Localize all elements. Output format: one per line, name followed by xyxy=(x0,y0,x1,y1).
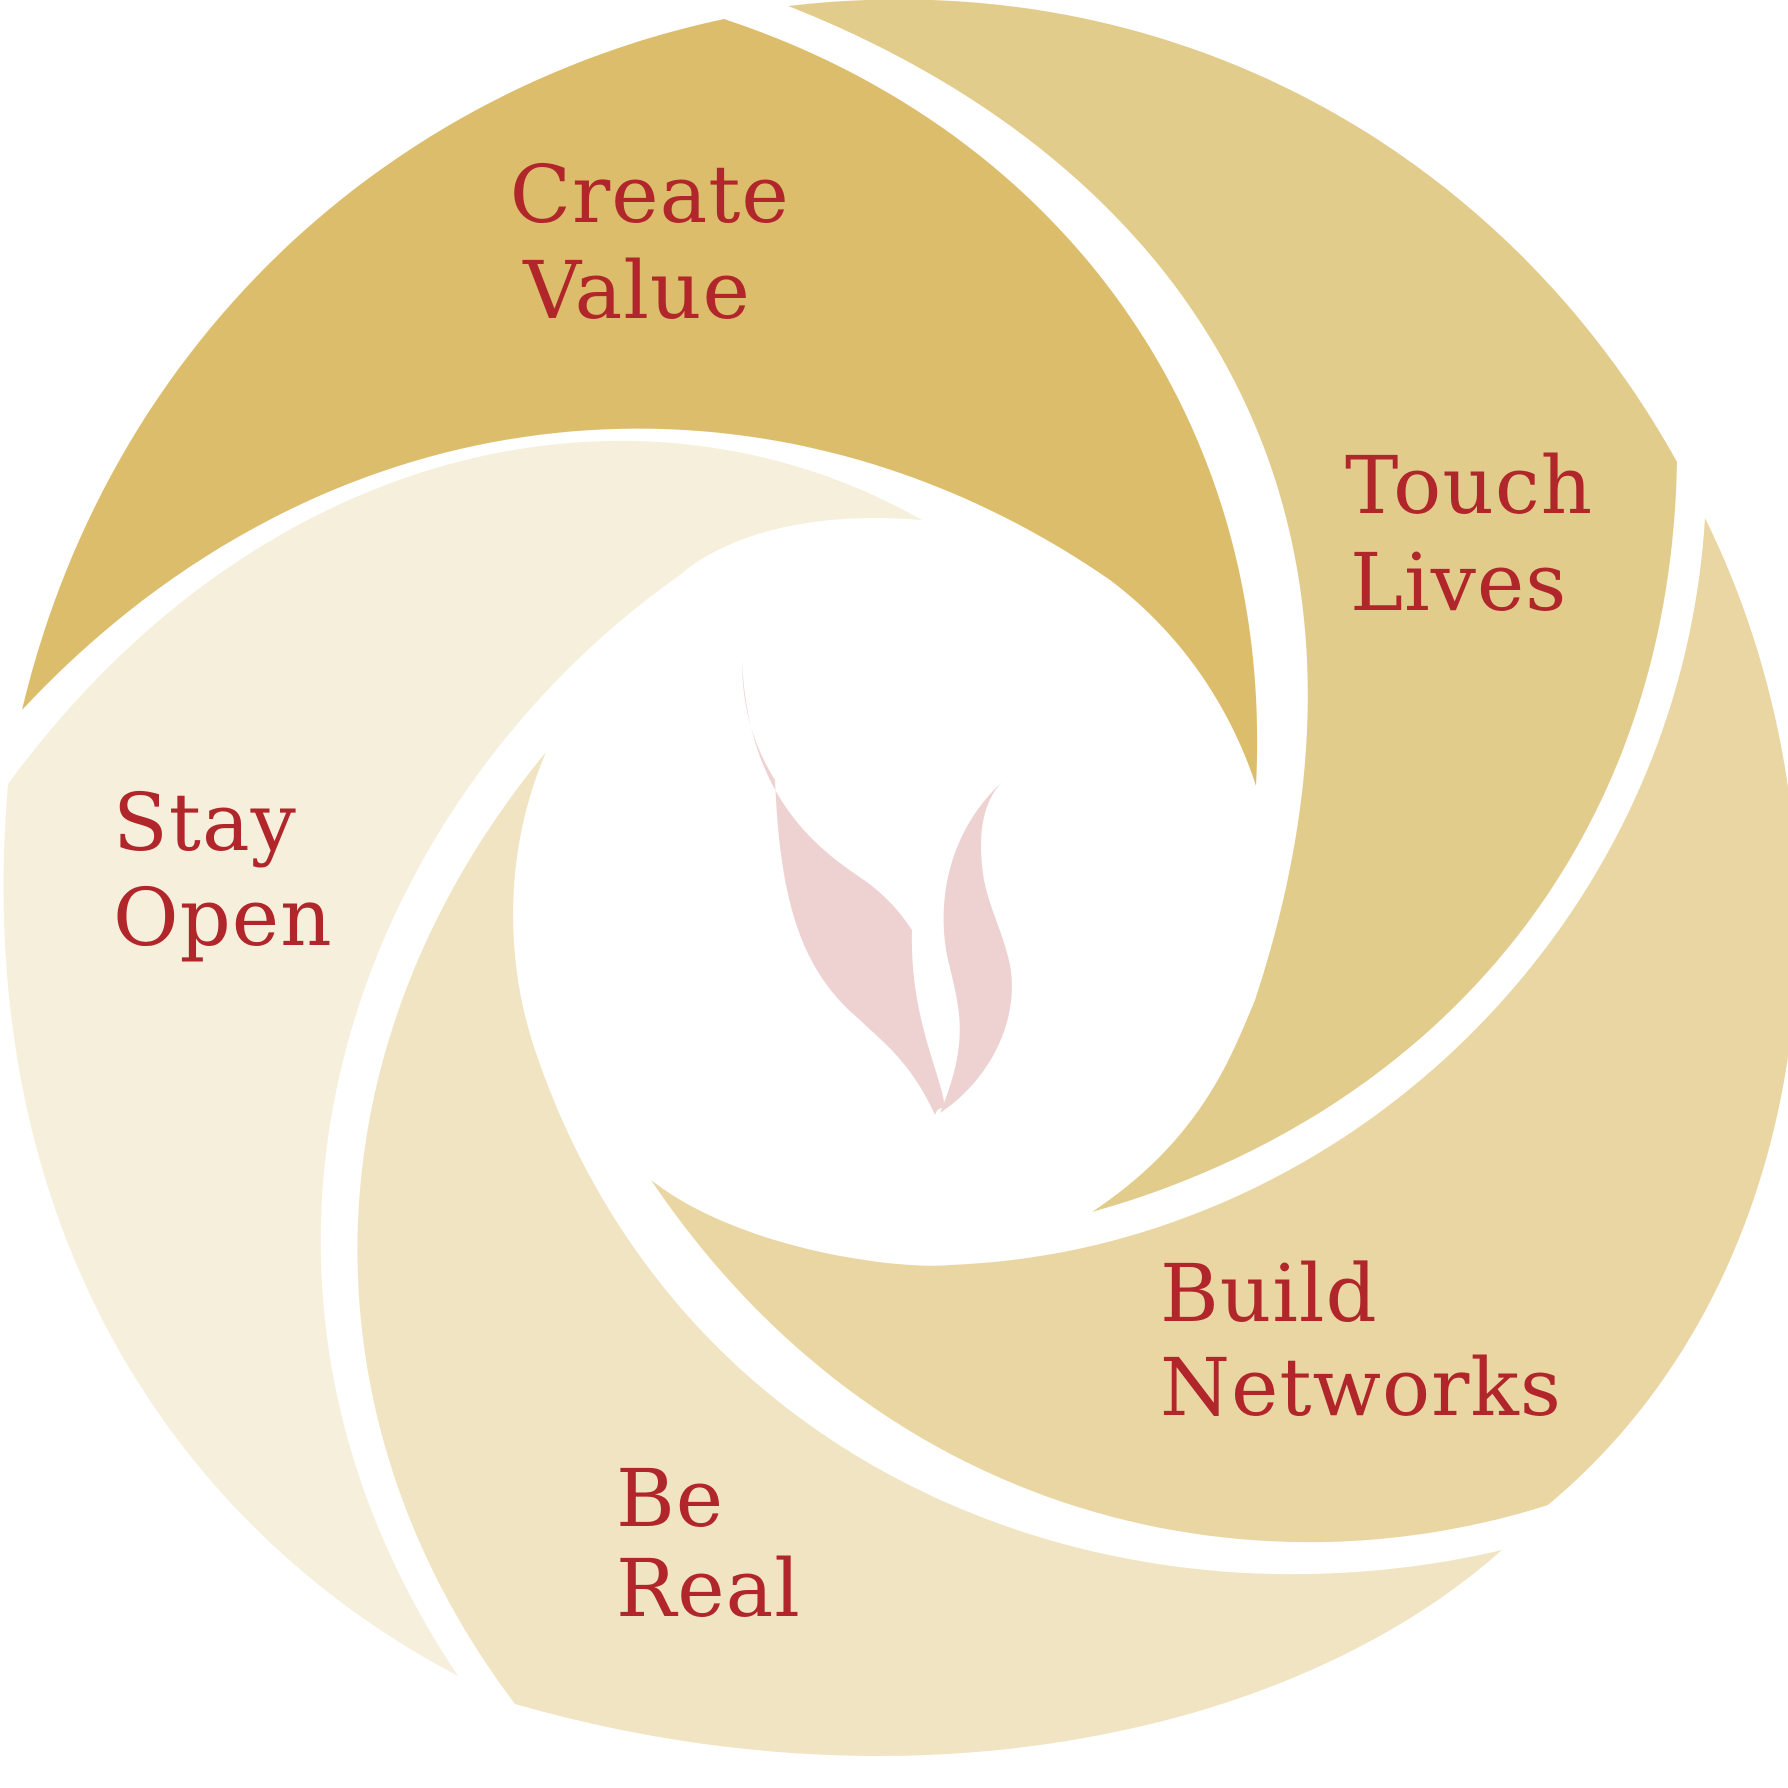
label-create-value: Create Value xyxy=(510,148,816,337)
label-build-networks-line1: Build xyxy=(1160,1247,1378,1340)
label-stay-open-line1: Stay xyxy=(113,776,297,869)
label-build-networks: Build Networks xyxy=(1160,1247,1562,1434)
label-be-real: Be Real xyxy=(616,1452,801,1635)
segment-create-value xyxy=(22,19,1258,786)
segment-touch-lives xyxy=(788,0,1677,1212)
label-stay-open: Stay Open xyxy=(113,776,333,964)
label-be-real-line2: Real xyxy=(616,1542,801,1635)
flame-leaf-emblem-icon xyxy=(742,660,1012,1115)
emblem-flame-right xyxy=(940,782,1012,1113)
label-touch-lives-line2: Lives xyxy=(1350,536,1567,629)
label-touch-lives: Touch Lives xyxy=(1345,439,1620,629)
label-touch-lives-line1: Touch xyxy=(1345,439,1593,532)
segment-be-real xyxy=(357,752,1502,1756)
label-create-value-line1: Create xyxy=(510,148,790,241)
label-create-value-line2: Value xyxy=(522,244,751,337)
segment-build-networks xyxy=(651,518,1788,1543)
segment-stay-open xyxy=(3,440,922,1676)
label-build-networks-line2: Networks xyxy=(1160,1341,1562,1434)
emblem-wing-outer xyxy=(742,660,945,1115)
label-stay-open-line2: Open xyxy=(113,871,333,964)
label-be-real-line1: Be xyxy=(616,1452,724,1545)
